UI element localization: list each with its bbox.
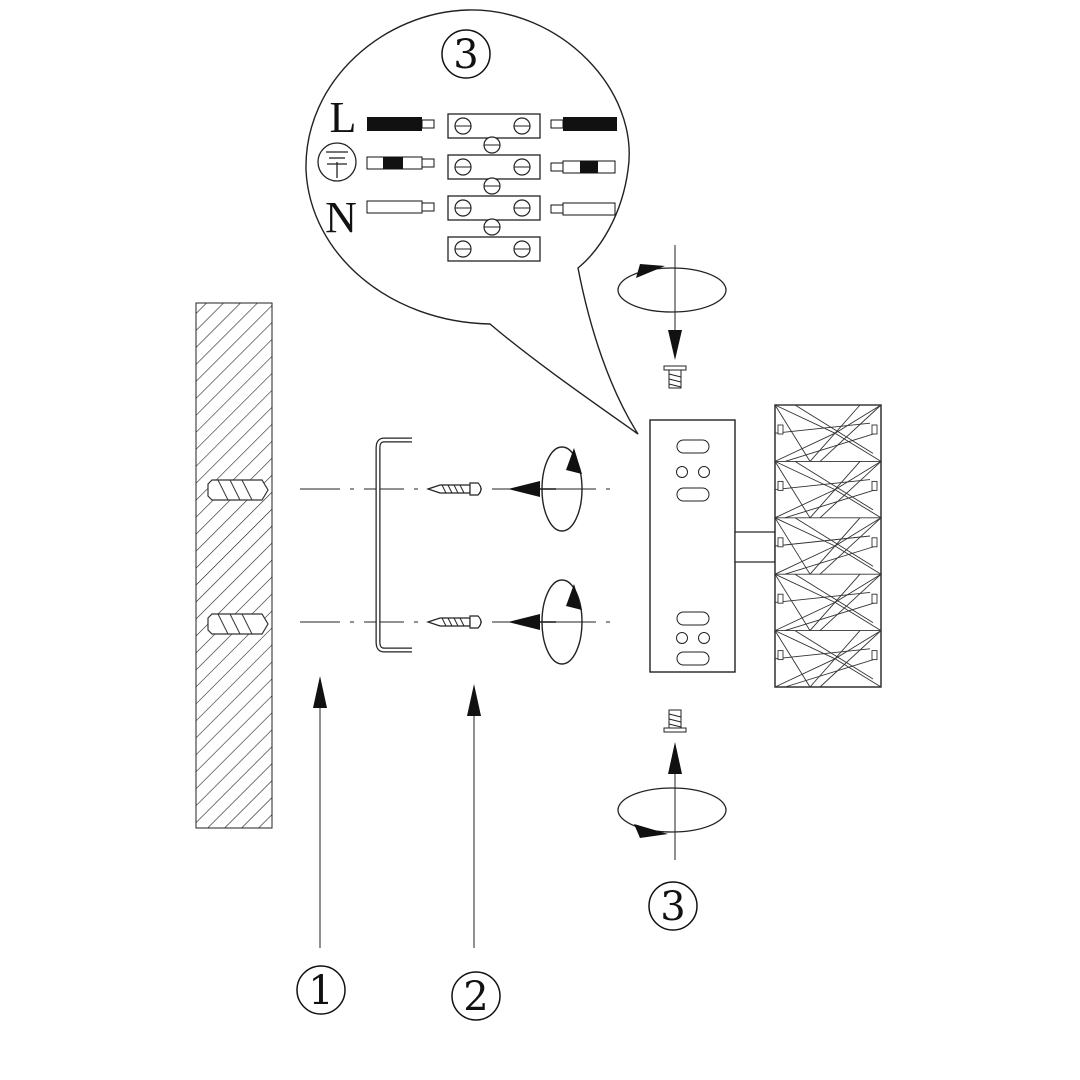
step-number-2: 2 xyxy=(463,974,488,1020)
bubble-step-number: 3 xyxy=(453,32,478,78)
crystal-clip xyxy=(777,480,784,491)
crystal-clip xyxy=(871,480,878,491)
bubble-step-marker: 3 xyxy=(441,29,491,79)
wire-earth-left xyxy=(366,156,435,170)
crystal-facet xyxy=(834,432,882,462)
crystal-facet xyxy=(774,591,871,603)
terminal-block xyxy=(447,113,541,262)
crystal-clip xyxy=(871,424,878,435)
crystal-clip xyxy=(777,593,784,604)
crystal-facet xyxy=(819,630,882,688)
insert-arrow-bottom xyxy=(508,614,556,630)
rotate-icon-bottom xyxy=(541,579,583,665)
crystal-facet xyxy=(784,432,877,462)
crystal-facet xyxy=(834,461,882,490)
step-marker-1: 1 xyxy=(296,965,346,1015)
crystal-facet xyxy=(784,658,877,688)
wire-live-left xyxy=(367,117,435,131)
crystal-shade xyxy=(774,404,882,688)
crystal-clip xyxy=(777,537,784,548)
fixing-screw-top xyxy=(663,245,687,389)
crystal-clip xyxy=(777,424,784,435)
crystal-facet xyxy=(794,630,874,680)
step-number-3: 3 xyxy=(660,884,685,930)
crystal-facet xyxy=(774,432,836,462)
wire-label-live: L xyxy=(330,93,357,142)
crystal-facet xyxy=(819,404,882,462)
insert-arrow-top xyxy=(508,481,556,497)
crystal-facet xyxy=(819,517,882,575)
step-marker-3: 3 xyxy=(648,881,698,931)
wall-anchor-bottom xyxy=(207,613,269,635)
rotate-icon-top-screw xyxy=(617,264,727,313)
wall xyxy=(195,302,273,829)
rotate-icon-top xyxy=(541,446,583,532)
crystal-facet xyxy=(809,461,861,519)
wiring-detail-bubble: 3 L N xyxy=(305,9,639,435)
pointer-step-1 xyxy=(313,676,327,948)
wire-label-neutral: N xyxy=(325,193,357,242)
crystal-facet xyxy=(774,517,811,575)
rotate-icon-bottom-screw xyxy=(617,787,727,838)
fixing-screw-bottom xyxy=(663,709,687,860)
step-marker-2: 2 xyxy=(451,971,501,1021)
wire-neutral-left xyxy=(366,200,435,214)
crystal-facet xyxy=(819,461,882,519)
wire-earth-right xyxy=(550,160,616,174)
crystal-clip xyxy=(871,537,878,548)
crystal-facet xyxy=(834,630,882,660)
crystal-facet xyxy=(774,648,871,660)
crystal-clip xyxy=(871,650,878,661)
screw-top xyxy=(426,482,482,496)
mounting-bracket xyxy=(375,437,412,653)
crystal-facet xyxy=(774,461,811,519)
crystal-facet xyxy=(784,601,877,632)
crystal-facet xyxy=(834,658,882,688)
crystal-facet xyxy=(809,630,861,688)
crystal-facet xyxy=(774,422,871,434)
wire-neutral-right xyxy=(550,202,616,216)
crystal-facet xyxy=(774,630,811,688)
crystal-facet xyxy=(819,573,882,631)
crystal-facet xyxy=(774,489,836,519)
crystal-facet xyxy=(794,517,874,567)
crystal-facet xyxy=(774,479,871,491)
crystal-facet xyxy=(774,658,836,688)
pointer-step-2 xyxy=(467,684,481,948)
crystal-facet xyxy=(794,573,874,623)
crystal-facet xyxy=(794,461,874,511)
crystal-facet xyxy=(834,489,882,519)
earth-ground-icon xyxy=(317,142,357,182)
fixture-backplate xyxy=(649,419,776,673)
crystal-facet xyxy=(774,404,836,434)
crystal-facet xyxy=(809,517,861,575)
crystal-facet xyxy=(809,573,861,631)
crystal-facet xyxy=(834,404,882,434)
crystal-clip xyxy=(777,650,784,661)
crystal-facet xyxy=(784,545,877,575)
crystal-facet xyxy=(834,545,882,575)
crystal-facet xyxy=(774,601,836,632)
crystal-facet xyxy=(774,573,811,631)
step-number-1: 1 xyxy=(308,968,333,1014)
crystal-facet xyxy=(774,460,836,491)
wall-anchor-top xyxy=(207,479,269,501)
crystal-facet xyxy=(794,404,874,454)
crystal-facet xyxy=(774,517,836,547)
crystal-facet xyxy=(774,535,871,547)
screw-bottom xyxy=(426,615,482,629)
crystal-facet xyxy=(834,602,882,631)
crystal-facet xyxy=(774,545,836,575)
crystal-facet xyxy=(834,573,882,603)
wire-live-right xyxy=(550,117,617,131)
crystal-facet xyxy=(774,573,836,603)
crystal-clip xyxy=(871,593,878,604)
crystal-facet xyxy=(784,489,877,519)
crystal-facet xyxy=(809,404,861,462)
crystal-facet xyxy=(774,404,811,462)
crystal-facet xyxy=(774,630,836,660)
crystal-facet xyxy=(834,517,882,547)
